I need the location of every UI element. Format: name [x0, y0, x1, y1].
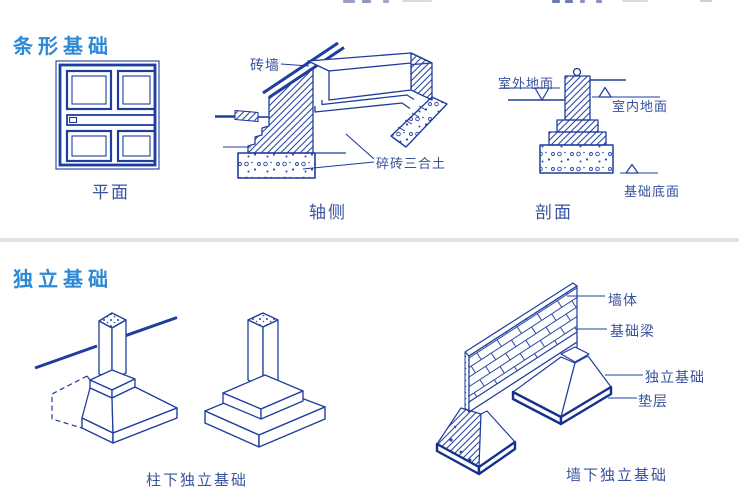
independent-foundation-label: 独立基础 — [645, 370, 705, 386]
strip-foundation-title: 条形基础 — [13, 34, 113, 58]
axonometric-caption: 轴侧 — [309, 203, 347, 223]
profile-drawing — [500, 67, 660, 174]
axonometric-drawing — [215, 41, 448, 179]
profile-caption: 剖面 — [535, 203, 573, 223]
section-divider — [0, 238, 739, 242]
wall-body-label: 墙体 — [608, 293, 638, 309]
brick-wall-label: 砖墙 — [250, 58, 280, 74]
wall-foundation-caption: 墙下独立基础 — [566, 466, 669, 484]
column-foundation-drawing-1 — [34, 312, 178, 444]
indoor-ground-label: 室内地面 — [612, 100, 669, 115]
plan-view-drawing — [55, 60, 160, 170]
independent-foundation-title: 独立基础 — [13, 267, 113, 291]
foundation-bottom-label: 基础底面 — [624, 185, 681, 200]
cushion-layer-label: 垫层 — [638, 394, 668, 410]
plan-caption: 平面 — [92, 183, 130, 203]
foundation-beam-label: 基础梁 — [610, 324, 655, 340]
outdoor-ground-label: 室外地面 — [498, 77, 555, 92]
column-foundation-caption: 柱下独立基础 — [146, 471, 249, 489]
wall-foundation-drawing — [435, 282, 643, 476]
column-foundation-drawing-2 — [204, 312, 326, 448]
rubble-concrete-label: 碎砖三合土 — [376, 157, 447, 172]
